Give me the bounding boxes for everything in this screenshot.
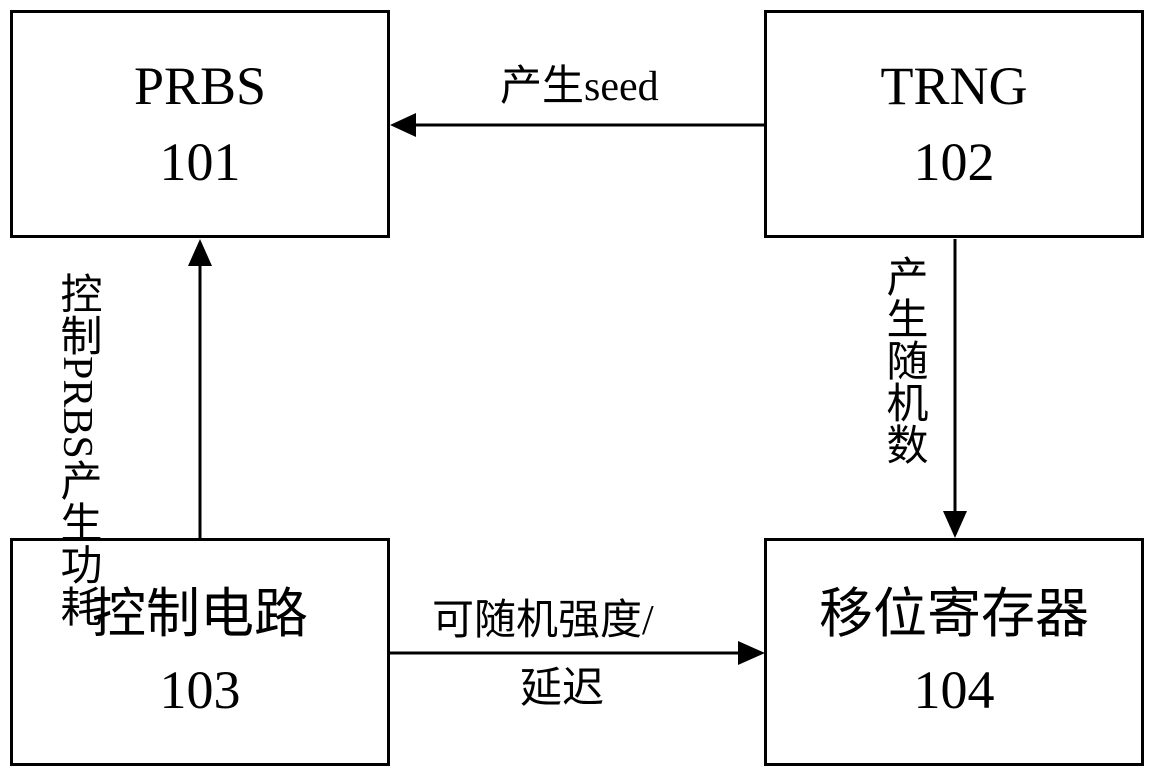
prbs-block-ref: 101 [159, 132, 241, 192]
control-circuit-block-name: 控制电路 [92, 584, 308, 644]
arrowhead-trng-to-prbs [390, 113, 416, 137]
control-circuit-block: 控制电路 103 [10, 538, 390, 766]
edge-label-control-prbs: 控制PRBS [54, 272, 100, 459]
edge-label-random-strength: 可随机强度/ [432, 598, 654, 644]
control-circuit-block-ref: 103 [159, 660, 241, 720]
edge-label-delay: 延迟 [520, 666, 605, 712]
prbs-block: PRBS 101 [10, 10, 390, 238]
prbs-block-name: PRBS [133, 56, 267, 116]
arrowhead-control-to-prbs [188, 239, 212, 266]
shift-register-block-ref: 104 [913, 660, 995, 720]
edge-label-generate-random-number: 产生随机数 [880, 255, 926, 465]
edge-label-generate-seed: 产生seed [500, 64, 659, 110]
shift-register-block: 移位寄存器 104 [764, 538, 1144, 766]
trng-block-name: TRNG [880, 56, 1028, 116]
arrowhead-control-to-shift [738, 641, 765, 665]
edge-label-control-prbs-power: 控制PRBS 产生功耗 [52, 272, 102, 627]
shift-register-block-name: 移位寄存器 [819, 584, 1089, 644]
trng-block: TRNG 102 [764, 10, 1144, 238]
arrowhead-trng-to-shift [943, 511, 967, 538]
trng-block-ref: 102 [913, 132, 995, 192]
edge-label-generate-power: 产生功耗 [54, 458, 100, 627]
